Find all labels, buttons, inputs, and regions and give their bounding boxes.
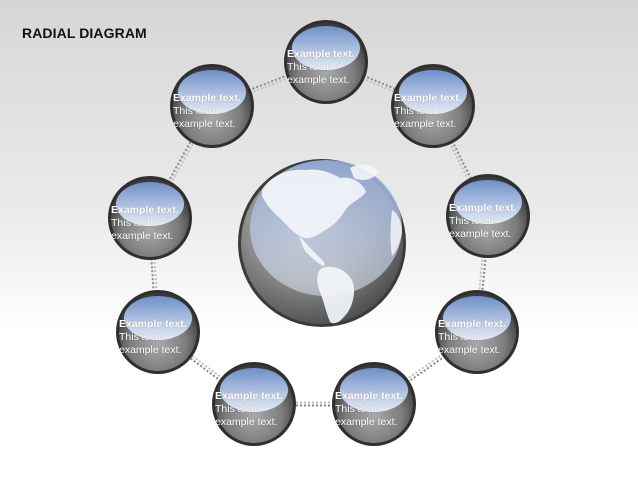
node-heading: Example text. <box>438 318 506 330</box>
node-line2: example text. <box>215 416 278 428</box>
node-heading: Example text. <box>394 92 462 104</box>
node-heading: Example text. <box>119 318 187 330</box>
diagram-node <box>116 290 200 374</box>
node-line1: This is an <box>438 331 483 343</box>
node-heading: Example text. <box>111 204 179 216</box>
node-heading: Example text. <box>215 390 283 402</box>
node-line2: example text. <box>438 344 501 356</box>
connector-line <box>147 218 158 333</box>
diagram-node <box>435 290 519 374</box>
diagram-node <box>332 362 416 446</box>
node-line1: This is an <box>335 403 380 415</box>
diagram-title: RADIAL DIAGRAM <box>22 25 147 41</box>
diagram-node <box>170 64 254 148</box>
node-line2: example text. <box>287 74 350 86</box>
diagram-node <box>108 176 192 260</box>
node-heading: Example text. <box>449 202 517 214</box>
node-line2: example text. <box>449 228 512 240</box>
node-line2: example text. <box>119 344 182 356</box>
diagram-node <box>446 174 530 258</box>
diagram-node <box>212 362 296 446</box>
node-heading: Example text. <box>287 48 355 60</box>
node-heading: Example text. <box>173 92 241 104</box>
node-line1: This is an <box>119 331 164 343</box>
node-line1: This is an <box>449 215 494 227</box>
node-line1: This is an <box>215 403 260 415</box>
connector-line <box>150 217 161 332</box>
node-line1: This is an <box>111 217 156 229</box>
node-line1: This is an <box>173 105 218 117</box>
diagram-node <box>284 20 368 104</box>
node-line2: example text. <box>394 118 457 130</box>
node-line2: example text. <box>335 416 398 428</box>
node-heading: Example text. <box>335 390 403 402</box>
node-line2: example text. <box>173 118 236 130</box>
node-line1: This is an <box>394 105 439 117</box>
globe-icon <box>238 159 406 327</box>
diagram-node <box>391 64 475 148</box>
node-line1: This is an <box>287 61 332 73</box>
node-line2: example text. <box>111 230 174 242</box>
